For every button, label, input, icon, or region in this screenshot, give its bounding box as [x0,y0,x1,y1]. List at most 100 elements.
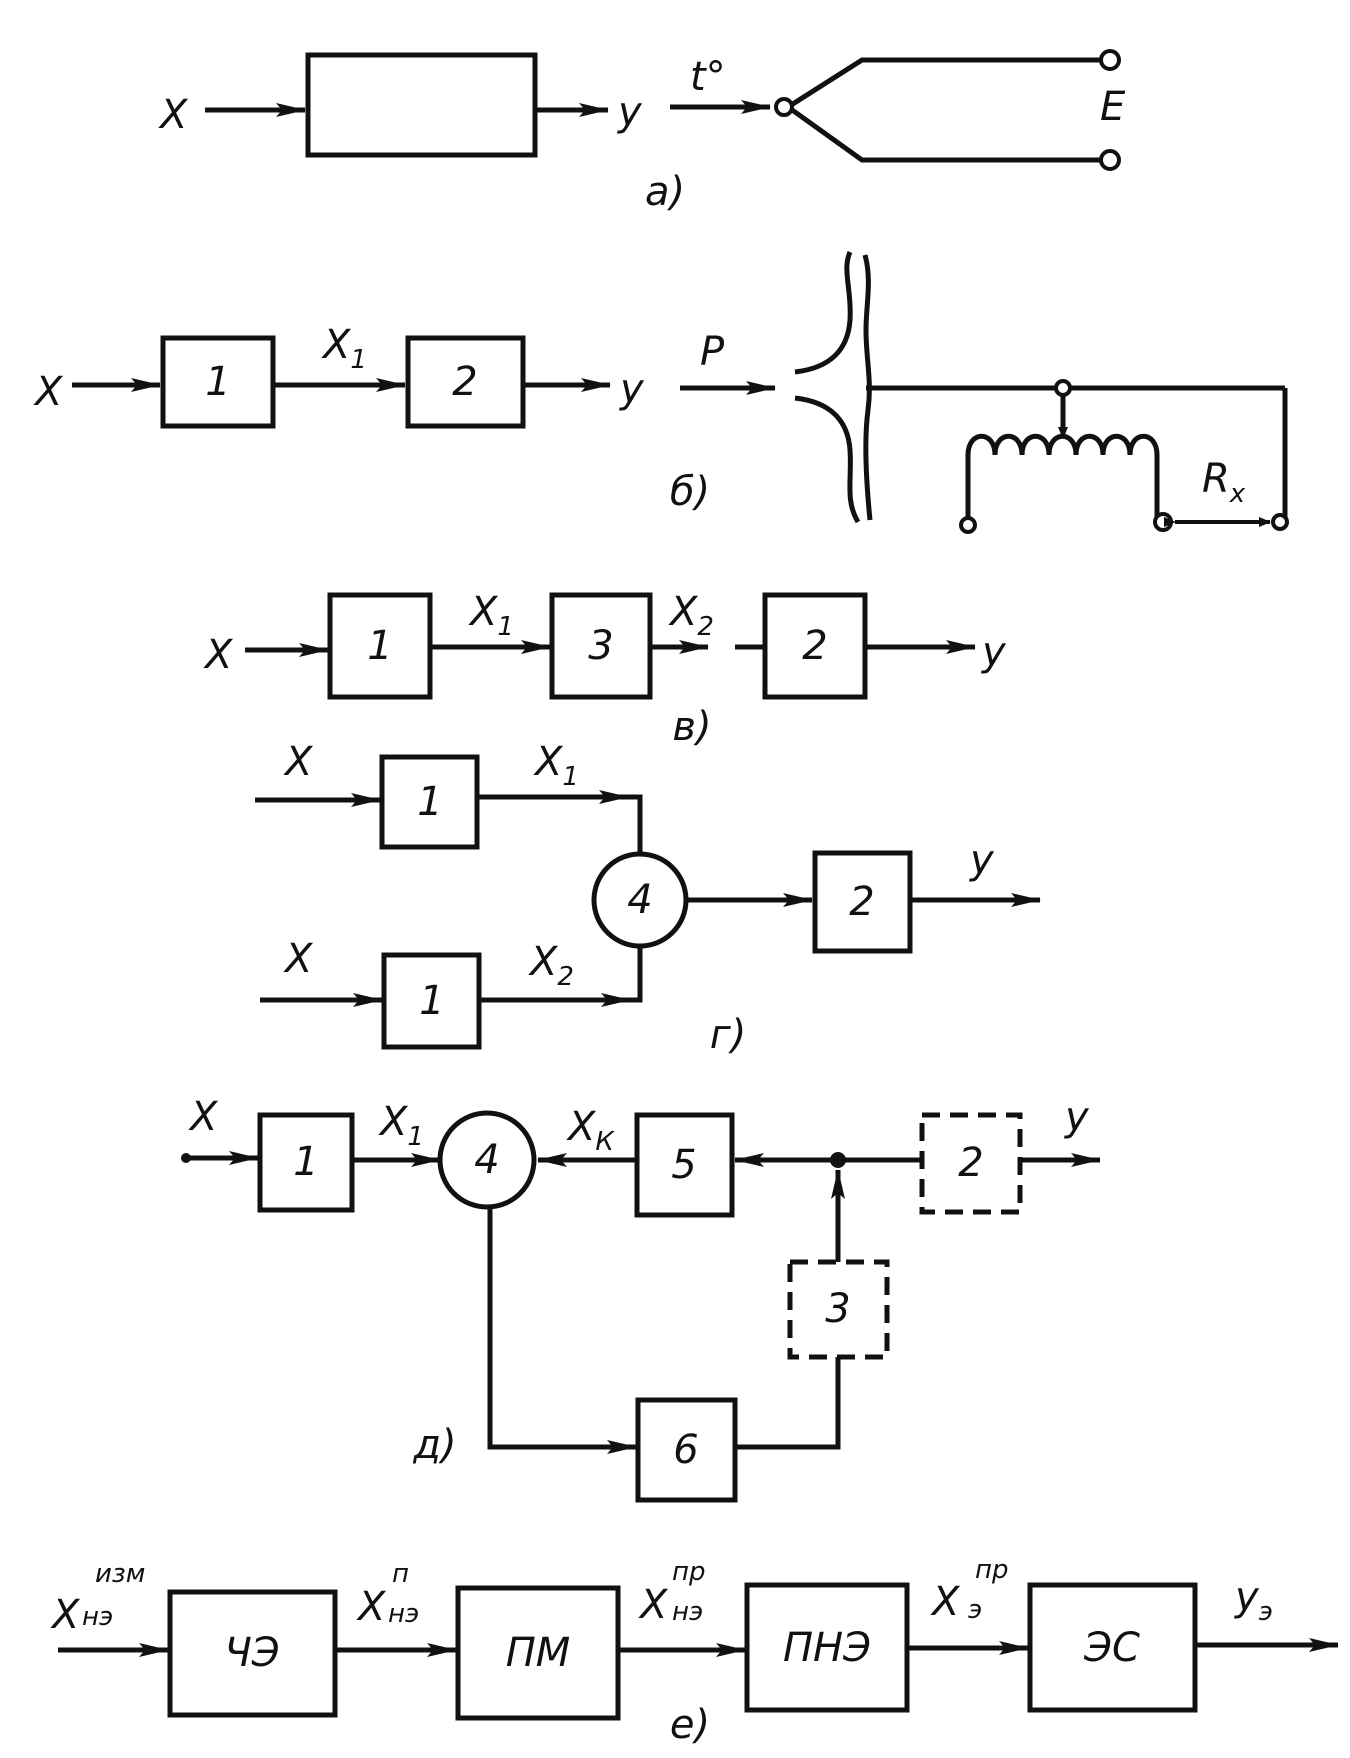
g-block-1-bottom-label: 1 [419,978,444,1024]
d-block-6 [635,1397,738,1503]
diagram-b: X 1 X1 2 y P Rx б) [33,250,1289,534]
a-thermocouple-upper-wire [786,57,1100,110]
b-terminal-mid [1153,512,1173,532]
b-terminal-right [1271,513,1289,531]
g-block-2-label: 2 [849,879,874,925]
e-block-pne-label: ПНЭ [783,1625,871,1671]
a-thermocouple-lower-wire [786,104,1100,163]
diagram-d: X 1 X1 4 XК 5 2 y 3 6 д) [181,1094,1101,1503]
e-input-sup: изм [95,1559,145,1589]
g-output-label: y [969,837,995,883]
d-block-6-label: 6 [673,1427,698,1473]
b-block-2-label: 2 [452,359,477,405]
e-output-label: yэ [1234,1574,1273,1627]
e-block-pne [744,1582,910,1713]
g-x1-label: X1 [533,739,579,792]
v-input-label: X [203,632,234,678]
g-input-bottom-label: X [283,936,314,982]
v-block-2-label: 2 [802,623,827,669]
v-caption: в) [672,704,711,750]
g-x1-line [477,794,643,860]
e-signal-1-sub: нэ [388,1599,419,1629]
g-input-top-label: X [283,739,314,785]
e-block-es-label: ЭС [1083,1625,1140,1671]
d-block-5 [634,1112,735,1218]
d-xk-label: XК [566,1104,615,1157]
a-terminal-bottom [1099,149,1121,171]
a-output-label: y [617,89,643,135]
g-block-1-top-label: 1 [417,779,442,825]
b-terminal-left [959,516,977,534]
d-branch-node [830,1152,846,1168]
d-block-2-label: 2 [958,1140,983,1186]
a-caption: а) [645,169,685,215]
a-hot-junction [774,97,794,117]
e-input-label: X [50,1592,81,1638]
g-caption: г) [710,1012,747,1058]
b-resistance-label: Rx [1202,456,1246,509]
e-block-che-label: ЧЭ [224,1630,279,1676]
diagram-a: X y t° E а) [158,49,1126,215]
e-signal-1-label: X [356,1584,387,1630]
e-block-pm [455,1585,621,1721]
diagram-e: X изм нэ ЧЭ X п нэ ПМ X пр нэ ПНЭ X пр э… [50,1555,1339,1748]
e-signal-2-label: X [638,1582,669,1628]
diagram-v: X 1 X1 3 X2 2 y в) [203,589,1007,750]
d-block-3-label: 3 [825,1286,850,1332]
a-transducer-block [305,52,538,158]
a-emf-label: E [1100,84,1126,130]
a-terminal-top [1099,49,1121,71]
b-pressure-label: P [700,329,725,375]
v-block-3-label: 3 [588,623,613,669]
e-signal-2-sub: нэ [672,1597,703,1627]
b-block-2 [405,335,526,429]
d-caption: д) [412,1422,456,1468]
v-mid-label-2: X2 [668,589,714,642]
e-signal-2-sup: пр [672,1557,706,1587]
e-signal-3-label: X [930,1579,961,1625]
e-signal-3-sup: пр [975,1555,1009,1585]
d-block-2 [919,1112,1023,1215]
g-x2-label: X2 [528,939,574,992]
b-input-label: X [33,369,64,415]
a-input-label: X [158,92,189,138]
e-block-pm-label: ПМ [506,1630,571,1676]
e-input-sub: нэ [82,1602,113,1632]
d-block-3 [787,1259,890,1360]
d-summer-4-label: 4 [474,1137,499,1183]
g-summer-4-label: 4 [627,877,652,923]
d-block-1 [257,1112,355,1213]
d-6-to-3-line [735,1357,841,1450]
g-x2-line [479,938,643,1003]
b-diaphragm-upper-left [794,250,853,375]
e-signal-3-sub: э [968,1595,982,1625]
b-mid-label: X1 [321,322,367,375]
g-block-1-top [379,754,480,850]
d-summer-4 [437,1110,537,1210]
e-caption: е) [670,1702,710,1748]
d-block-5-label: 5 [671,1142,696,1188]
diagram-g: X 1 X1 X 1 X2 4 2 y г) [255,739,1041,1058]
e-signal-1-sup: п [392,1559,409,1589]
v-block-1-label: 1 [367,623,392,669]
v-block-2 [762,592,868,700]
a-temperature-label: t° [690,54,726,100]
e-block-che [167,1589,338,1718]
b-diaphragm-lower-left [794,395,861,524]
v-mid-label-1: X1 [468,589,514,642]
b-block-1 [160,335,276,429]
b-output-label: y [619,366,645,412]
d-output-label: y [1064,1094,1090,1140]
b-wiper-pivot [1054,379,1072,397]
d-block-1-label: 1 [293,1139,318,1185]
b-rheostat-coil [965,433,1160,520]
e-block-es [1027,1582,1198,1713]
v-output-label: y [981,629,1007,675]
b-diaphragm-right [862,254,873,521]
d-input-label: X [188,1094,219,1140]
b-caption: б) [670,469,710,515]
b-block-1-label: 1 [205,359,230,405]
d-x1-label: X1 [378,1099,424,1152]
